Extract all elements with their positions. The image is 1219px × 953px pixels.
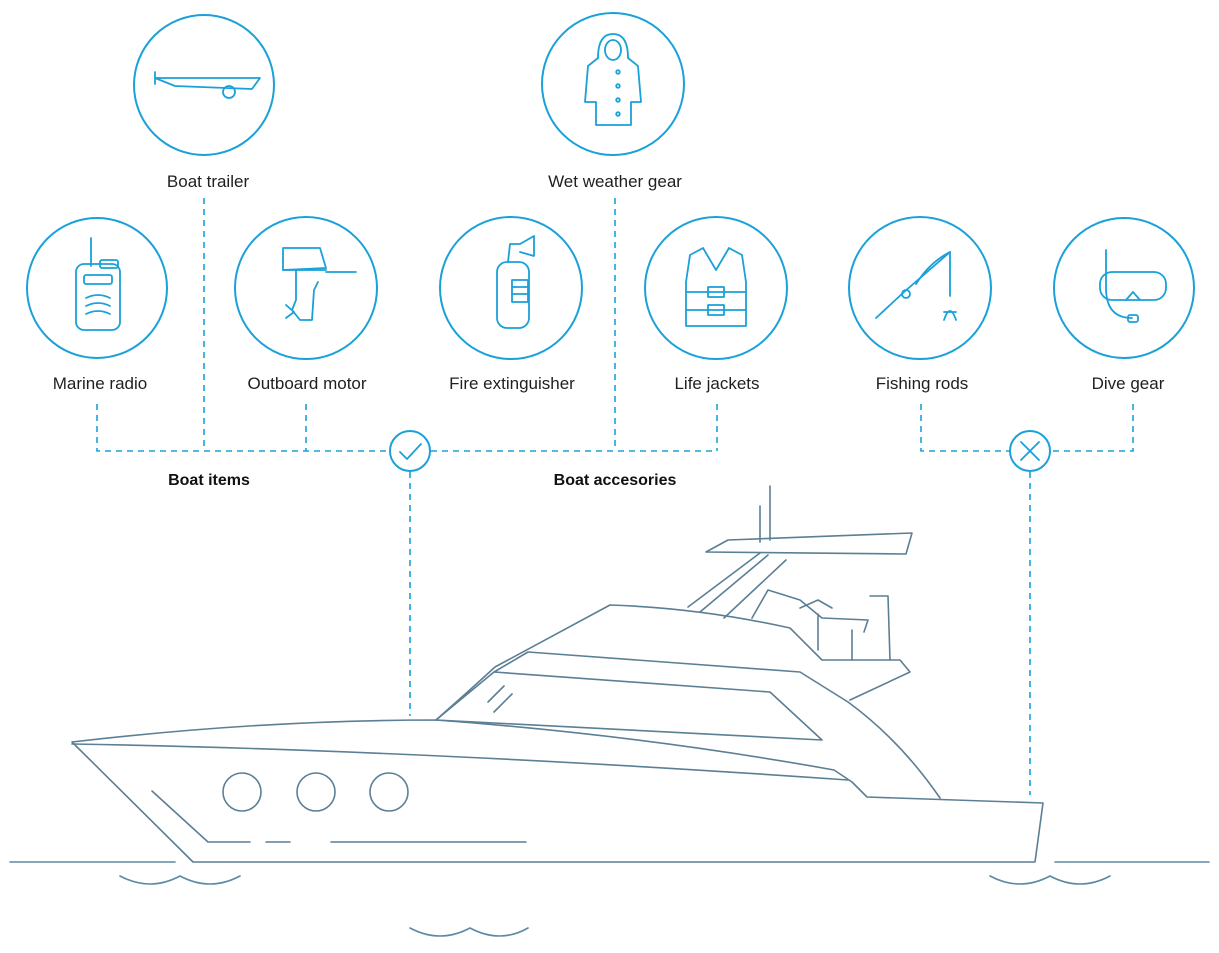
label-dive-gear: Dive gear	[1091, 374, 1165, 393]
boat-items-connectors	[96, 198, 718, 716]
water-line	[9, 861, 1210, 937]
group-label-boat-items: Boat items	[168, 472, 250, 489]
dive-mask-icon	[1053, 217, 1195, 359]
group-label-boat-accessories: Boat accesories	[553, 472, 677, 489]
raincoat-icon	[541, 12, 685, 156]
label-wet-weather-gear: Wet weather gear	[548, 172, 682, 191]
excluded-items-connectors	[920, 404, 1134, 795]
boat-illustration	[71, 485, 1044, 863]
check-icon	[389, 430, 431, 472]
label-fire-extinguisher: Fire extinguisher	[449, 374, 575, 393]
label-marine-radio: Marine radio	[52, 374, 148, 393]
boat-trailer-icon	[133, 14, 275, 156]
fishing-rod-icon	[848, 216, 992, 360]
cross-icon	[1009, 430, 1051, 472]
label-fishing-rods: Fishing rods	[875, 374, 969, 393]
life-jacket-icon	[644, 216, 788, 360]
outboard-motor-icon	[234, 216, 378, 360]
label-life-jackets: Life jackets	[674, 374, 760, 393]
label-outboard-motor: Outboard motor	[247, 374, 367, 393]
label-boat-trailer: Boat trailer	[166, 172, 250, 191]
fire-extinguisher-icon	[439, 216, 583, 360]
radio-icon	[26, 217, 168, 359]
